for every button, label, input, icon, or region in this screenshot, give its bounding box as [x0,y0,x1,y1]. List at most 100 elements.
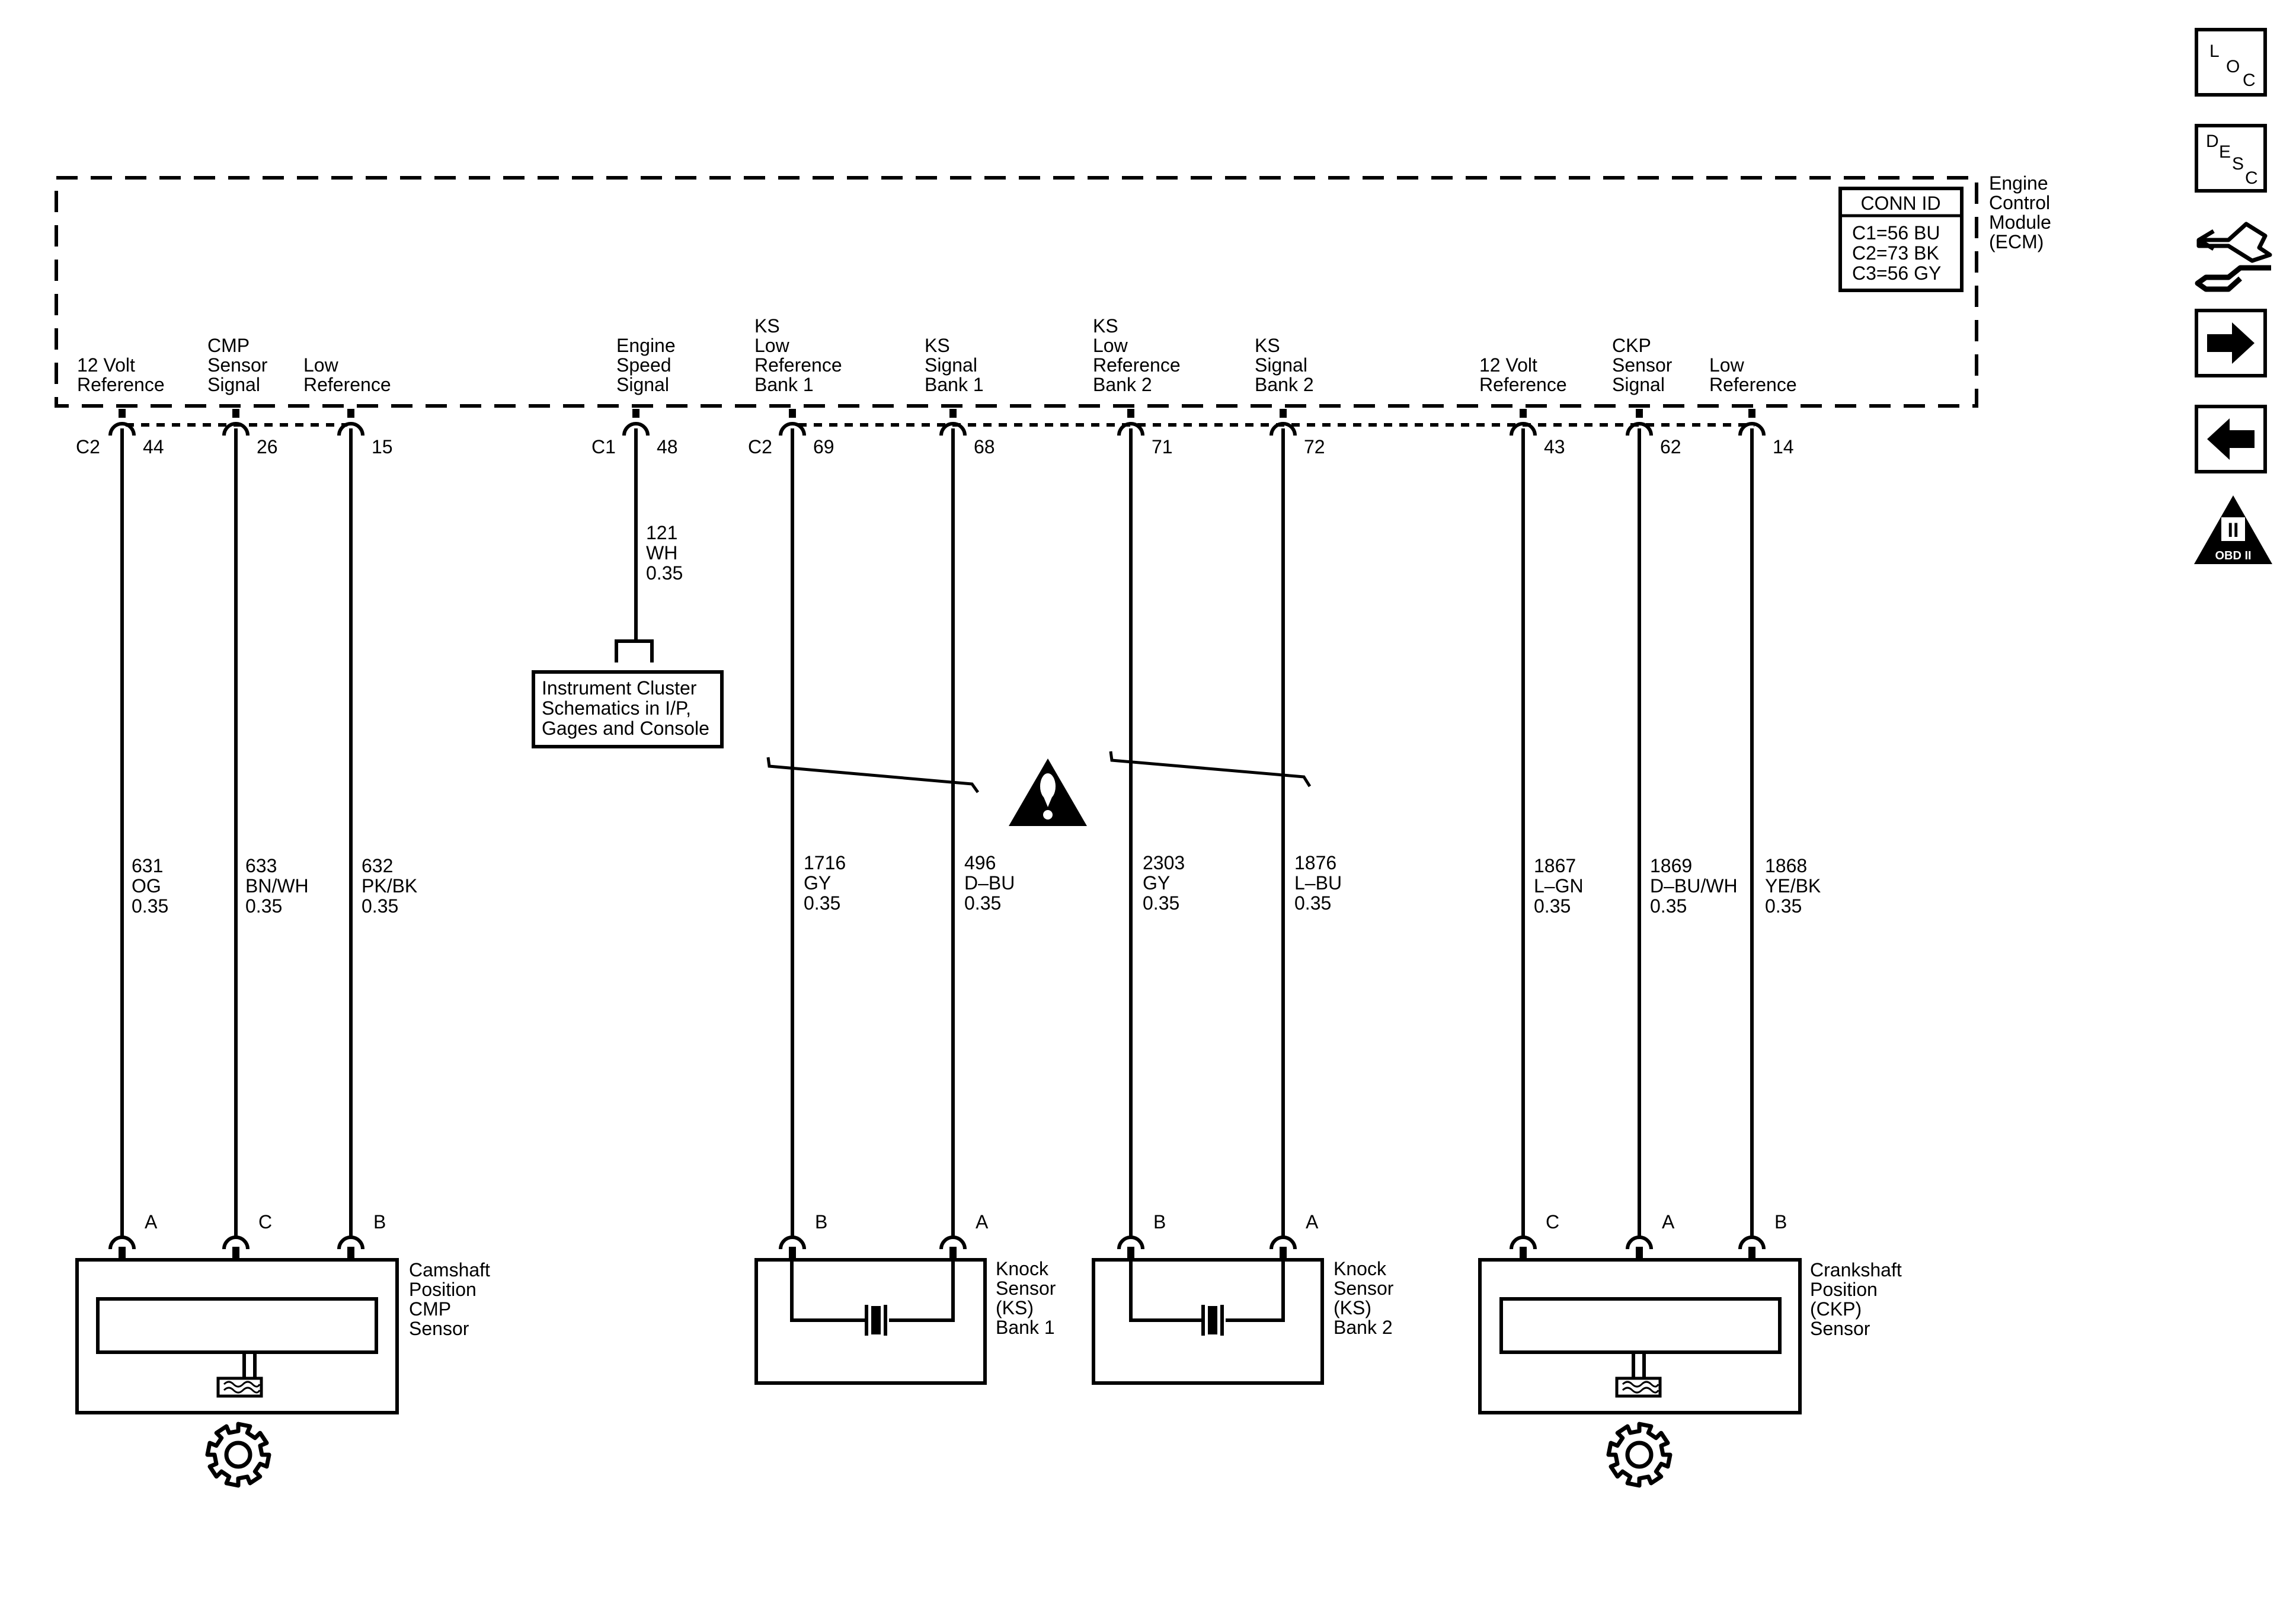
gear-icon [1606,1422,1673,1488]
pin-number: 69 [813,436,834,457]
ecm-label: Engine Control Module (ECM) [1989,172,2057,252]
cmp-sensor-name: Camshaft Position CMP Sensor [409,1259,495,1339]
cmp-sensor[interactable]: Camshaft Position CMP Sensor [75,1258,495,1414]
knock-sensor-bank-2-name: Knock Sensor (KS) Bank 2 [1334,1258,1399,1338]
pin-number: 72 [1304,436,1325,457]
sensor-terminal: A [108,1211,158,1260]
reference-box [532,670,724,748]
terminal-letter: A [145,1211,158,1233]
next-arrow-icon[interactable] [2195,309,2267,377]
ckp-sensor[interactable]: Crankshaft Position (CKP) Sensor [1478,1258,1907,1414]
sensor-terminal: B [1738,1211,1787,1260]
twisted-pair-bank-1 [766,757,980,793]
knock-sensor-bank-1[interactable]: Knock Sensor (KS) Bank 1 [754,1258,1061,1385]
connector-id: C2 [748,436,772,457]
terminal-letter: C [258,1211,272,1233]
terminal-letter: B [1153,1211,1166,1233]
pin-number: 44 [143,436,164,457]
terminal-letter: B [815,1211,827,1233]
sensor-terminal: B [779,1211,827,1260]
pin-number: 26 [257,436,278,457]
connector-tool-icon[interactable] [2195,222,2272,292]
hall-effect-icon [216,1377,263,1398]
reference-box-text: Instrument Cluster Schematics in I/P, Ga… [542,677,709,739]
piezo-element-icon [1196,1305,1224,1336]
piezo-element-icon [859,1305,887,1336]
sensor-terminal: C [1510,1211,1559,1260]
terminal-letter: B [1774,1211,1787,1233]
pin-number: 71 [1152,436,1173,457]
terminal-letter: A [976,1211,989,1233]
sensor-terminal: C [222,1211,272,1260]
terminal-letter: A [1662,1211,1675,1233]
conn-id-box [1838,187,1964,292]
pin-number: 43 [1544,436,1565,457]
hall-effect-icon [1615,1377,1662,1398]
nav-toolbar: L O C D E S C II OBD II [2194,28,2272,564]
svg-text:S: S [2232,154,2244,174]
svg-text:D: D [2206,132,2219,151]
loc-icon[interactable]: L O C [2195,28,2267,97]
knock-sensor-bank-2[interactable]: Knock Sensor (KS) Bank 2 [1092,1258,1399,1385]
ecm-module-outline [55,176,1978,408]
pin-number: 68 [974,436,995,457]
instrument-cluster-reference: Instrument Cluster Schematics in I/P, Ga… [532,639,724,748]
obd-ii-icon[interactable]: II OBD II [2194,495,2272,564]
previous-arrow-icon[interactable] [2195,405,2267,473]
svg-text:O: O [2226,57,2240,76]
svg-text:L: L [2209,41,2220,61]
twisted-pair-bank-2 [1109,751,1312,788]
caution-icon[interactable] [1009,758,1087,826]
pin-number: 48 [657,436,678,457]
gear-icon [205,1422,271,1488]
sensor-terminal: B [337,1211,386,1260]
desc-icon[interactable]: D E S C [2195,124,2267,193]
knock-sensor-bank-1-name: Knock Sensor (KS) Bank 1 [996,1258,1061,1338]
conn-id-title: CONN ID [1860,193,1940,214]
reference-bracket [615,639,654,662]
